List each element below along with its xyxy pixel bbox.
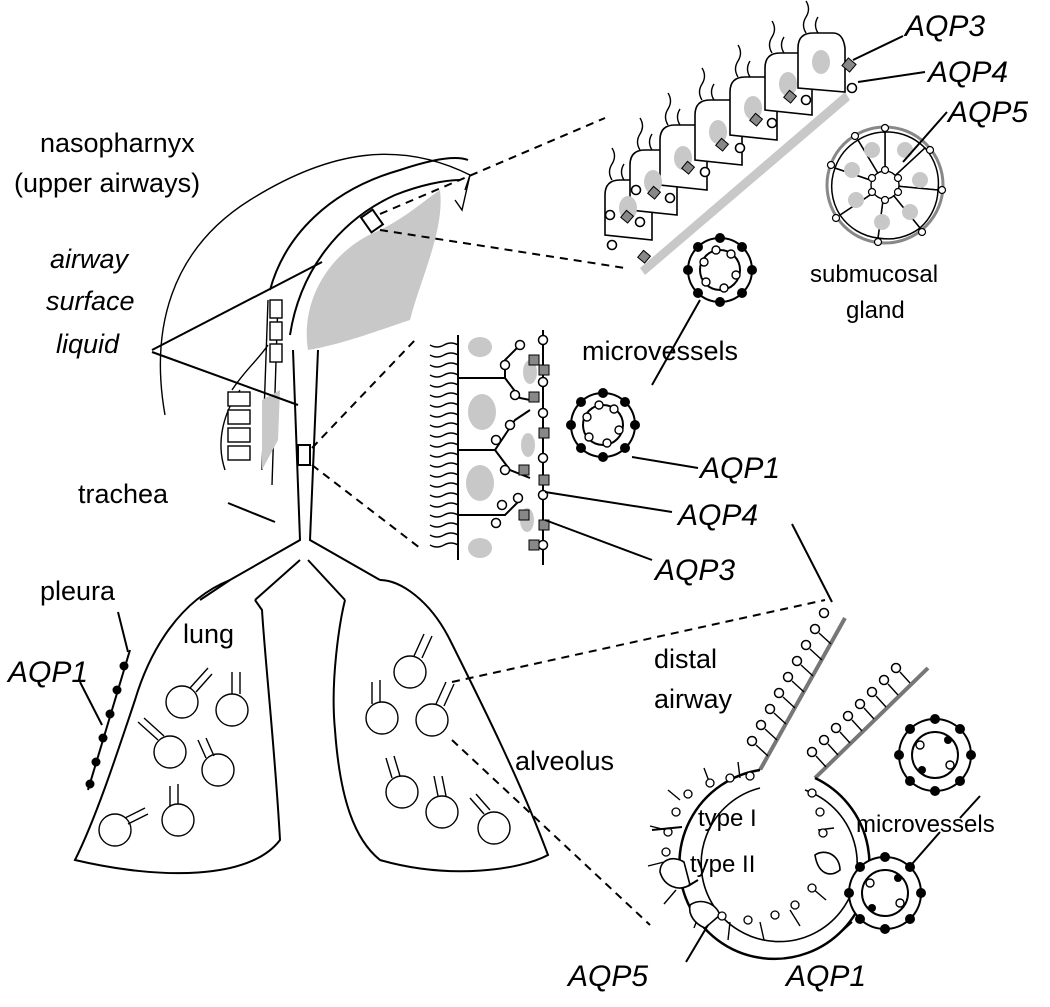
- trachea: [199, 349, 381, 601]
- label-submucosal-2: gland: [846, 297, 905, 324]
- cervical-spine: [227, 299, 283, 461]
- label-asl-2: surface: [46, 286, 135, 316]
- label-asl-1: airway: [50, 244, 130, 274]
- distal-airway-alveolus: [647, 607, 930, 961]
- label-aqp5-bottom: AQP5: [566, 960, 648, 993]
- label-aqp1-pleura: AQP1: [6, 656, 88, 689]
- upper-epithelium: [604, 0, 858, 275]
- tracheal-epithelium: [429, 330, 550, 565]
- microvessel-lower-2: [844, 852, 926, 934]
- microvessel-upper-2: [566, 388, 640, 462]
- leader-lines: [79, 35, 981, 963]
- label-alveolus: alveolus: [515, 746, 614, 776]
- right-lung: [332, 579, 550, 873]
- label-distal-1: distal: [654, 644, 717, 674]
- microvessel-upper-1: [683, 233, 757, 307]
- label-aqp5-top: AQP5: [946, 96, 1028, 129]
- zoom-lines: [311, 117, 826, 926]
- label-type2: type II: [690, 851, 755, 878]
- label-nasopharynx-1: nasopharnyx: [40, 128, 195, 158]
- trachea-sample-box: [297, 444, 311, 466]
- label-aqp3-mid: AQP3: [653, 554, 735, 587]
- label-aqp1-mid: AQP1: [698, 452, 780, 485]
- label-asl-3: liquid: [56, 329, 120, 359]
- label-aqp4-top: AQP4: [926, 56, 1008, 89]
- pharynx-shading: [262, 390, 280, 470]
- label-aqp1-bottom: AQP1: [784, 960, 866, 993]
- label-microvessels-upper: microvessels: [582, 336, 738, 366]
- label-trachea: trachea: [78, 479, 169, 509]
- left-lung: [73, 579, 282, 875]
- label-distal-2: airway: [654, 684, 733, 714]
- label-pleura: pleura: [40, 576, 116, 606]
- pleura-line: [85, 649, 131, 791]
- label-type1: type I: [698, 805, 757, 832]
- label-aqp3-top: AQP3: [903, 10, 985, 43]
- submucosal-gland: [825, 123, 947, 247]
- nasal-cavity-shading: [306, 190, 441, 350]
- label-lung: lung: [183, 619, 234, 649]
- label-aqp4-mid: AQP4: [676, 499, 758, 532]
- label-submucosal-1: submucosal: [810, 261, 938, 288]
- lung-alveoli: [98, 633, 511, 847]
- head-outline: [159, 153, 471, 486]
- microvessel-lower-1: [894, 714, 976, 796]
- upper-airway-sample-box: [359, 208, 385, 234]
- label-nasopharynx-2: (upper airways): [14, 168, 200, 198]
- label-microvessels-lower: microvessels: [856, 811, 995, 838]
